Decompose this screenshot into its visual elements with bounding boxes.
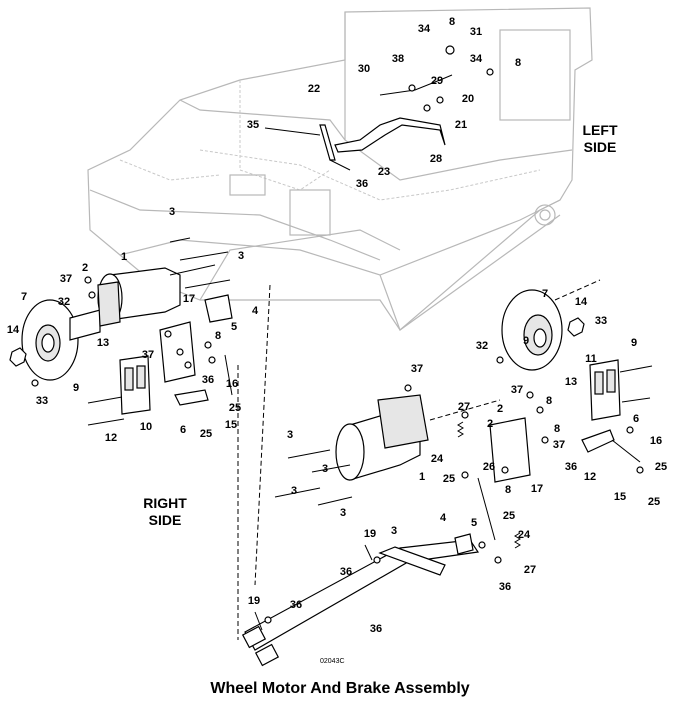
part-callout: 7 bbox=[21, 291, 27, 303]
part-callout: 15 bbox=[225, 419, 237, 431]
part-callout: 19 bbox=[364, 528, 376, 540]
part-callout: 34 bbox=[418, 23, 431, 35]
part-callout: 2 bbox=[487, 418, 493, 430]
part-callout: 3 bbox=[169, 206, 175, 218]
part-callout: 9 bbox=[631, 337, 637, 349]
part-callout: 36 bbox=[340, 566, 352, 578]
part-callout: 23 bbox=[378, 166, 390, 178]
part-callout: 25 bbox=[200, 428, 212, 440]
part-callout: 6 bbox=[633, 413, 639, 425]
part-callout: 12 bbox=[584, 471, 596, 483]
right-side-label-line1: RIGHT bbox=[143, 495, 187, 511]
part-callout: 27 bbox=[458, 401, 470, 413]
part-callout: 6 bbox=[180, 424, 186, 436]
part-callout: 9 bbox=[73, 382, 79, 394]
part-callout: 22 bbox=[308, 83, 320, 95]
part-callout: 35 bbox=[247, 119, 259, 131]
part-callout: 4 bbox=[252, 305, 259, 317]
part-callout: 5 bbox=[231, 321, 237, 333]
left-side-label-line2: SIDE bbox=[584, 139, 617, 155]
part-callout: 2 bbox=[82, 262, 88, 274]
part-callout: 19 bbox=[248, 595, 260, 607]
part-callout: 13 bbox=[97, 337, 109, 349]
diagram-caption: Wheel Motor And Brake Assembly bbox=[210, 680, 470, 697]
part-callout: 25 bbox=[655, 461, 667, 473]
part-callout: 5 bbox=[471, 517, 477, 529]
part-callout: 37 bbox=[60, 273, 72, 285]
part-callout: 21 bbox=[455, 119, 467, 131]
part-callout: 11 bbox=[585, 353, 597, 365]
drawing-code: 02043C bbox=[320, 658, 345, 665]
part-callout: 7 bbox=[542, 288, 548, 300]
right-side-label-line2: SIDE bbox=[149, 512, 182, 528]
part-callout: 15 bbox=[614, 491, 626, 503]
part-callout: 25 bbox=[229, 402, 241, 414]
part-callout: 17 bbox=[531, 483, 543, 495]
part-callout: 17 bbox=[183, 293, 195, 305]
part-callout: 36 bbox=[499, 581, 511, 593]
part-callout: 37 bbox=[553, 439, 565, 451]
part-callout: 29 bbox=[431, 75, 443, 87]
part-callout: 26 bbox=[483, 461, 495, 473]
part-callout: 3 bbox=[340, 507, 346, 519]
part-callout: 25 bbox=[503, 510, 515, 522]
part-callout: 37 bbox=[142, 349, 154, 361]
part-callout: 3 bbox=[238, 250, 244, 262]
part-callout: 3 bbox=[391, 525, 397, 537]
part-callout: 13 bbox=[565, 376, 577, 388]
part-callout: 36 bbox=[356, 178, 368, 190]
part-callout: 25 bbox=[648, 496, 660, 508]
part-callout: 36 bbox=[565, 461, 577, 473]
part-callout: 20 bbox=[462, 93, 474, 105]
part-callout: 32 bbox=[58, 296, 70, 308]
part-callout: 30 bbox=[358, 63, 370, 75]
part-callout: 14 bbox=[575, 296, 588, 308]
part-callout: 16 bbox=[650, 435, 662, 447]
part-callout: 10 bbox=[140, 421, 152, 433]
part-callout: 1 bbox=[121, 251, 127, 263]
part-callout: 8 bbox=[515, 57, 521, 69]
left-side-assembly bbox=[274, 279, 653, 564]
part-callout: 8 bbox=[215, 330, 221, 342]
part-callout: 2 bbox=[497, 403, 503, 415]
part-callout: 8 bbox=[449, 16, 455, 28]
part-callout: 3 bbox=[291, 485, 297, 497]
right-side-assembly bbox=[9, 237, 271, 640]
part-callout: 36 bbox=[370, 623, 382, 635]
part-callout: 33 bbox=[36, 395, 48, 407]
part-callout: 31 bbox=[470, 26, 482, 38]
part-callout: 37 bbox=[511, 384, 523, 396]
part-callout: 16 bbox=[226, 378, 238, 390]
part-callout: 8 bbox=[546, 395, 552, 407]
part-callout: 3 bbox=[322, 463, 328, 475]
part-callout: 36 bbox=[202, 374, 214, 386]
part-callout: 25 bbox=[443, 473, 455, 485]
part-callout: 9 bbox=[523, 335, 529, 347]
part-callout: 28 bbox=[430, 153, 442, 165]
part-callout: 8 bbox=[554, 423, 560, 435]
part-callout: 38 bbox=[392, 53, 404, 65]
part-callout: 34 bbox=[470, 53, 483, 65]
part-callout: 37 bbox=[411, 363, 423, 375]
part-callout: 3 bbox=[287, 429, 293, 441]
part-callout: 4 bbox=[440, 512, 447, 524]
part-callout: 27 bbox=[524, 564, 536, 576]
part-callout: 12 bbox=[105, 432, 117, 444]
part-callout: 36 bbox=[290, 599, 302, 611]
chassis-frame bbox=[87, 7, 593, 331]
part-callout: 24 bbox=[431, 453, 444, 465]
part-callout: 8 bbox=[505, 484, 511, 496]
brake-cross-shaft bbox=[241, 533, 480, 667]
part-callout: 14 bbox=[7, 324, 20, 336]
part-callout: 1 bbox=[419, 471, 425, 483]
part-callout: 32 bbox=[476, 340, 488, 352]
left-side-label-line1: LEFT bbox=[583, 122, 618, 138]
part-callout: 33 bbox=[595, 315, 607, 327]
top-brake-linkage bbox=[264, 45, 494, 171]
part-callout: 24 bbox=[518, 529, 531, 541]
